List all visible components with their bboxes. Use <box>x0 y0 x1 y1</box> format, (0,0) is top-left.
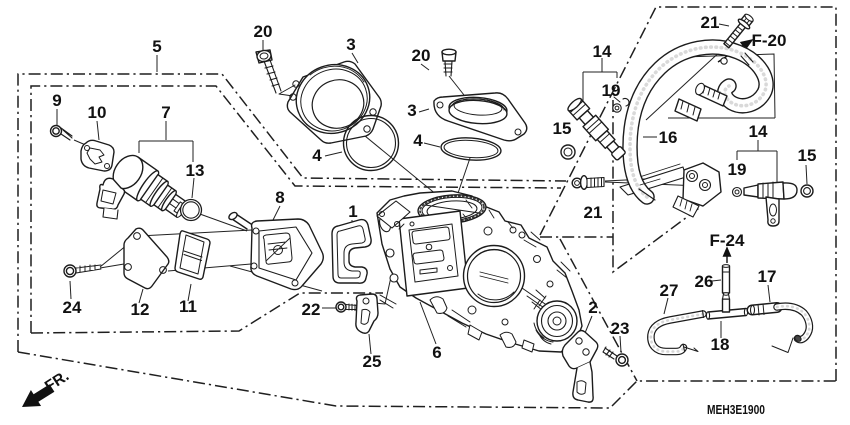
svg-text:12: 12 <box>131 300 150 319</box>
svg-text:8: 8 <box>275 188 284 207</box>
svg-text:3: 3 <box>346 35 355 54</box>
svg-text:17: 17 <box>758 267 777 286</box>
svg-text:F-20: F-20 <box>752 31 787 50</box>
svg-text:10: 10 <box>88 103 107 122</box>
svg-text:19: 19 <box>602 81 621 100</box>
svg-text:MEH3E1900: MEH3E1900 <box>707 403 765 417</box>
svg-text:9: 9 <box>52 91 61 110</box>
svg-text:22: 22 <box>302 300 321 319</box>
svg-text:F-24: F-24 <box>710 231 746 250</box>
svg-text:24: 24 <box>63 298 82 317</box>
svg-text:3: 3 <box>407 101 416 120</box>
svg-text:21: 21 <box>584 203 603 222</box>
svg-text:1: 1 <box>348 202 357 221</box>
svg-text:16: 16 <box>659 128 678 147</box>
svg-text:4: 4 <box>312 146 322 165</box>
svg-text:20: 20 <box>412 46 431 65</box>
svg-text:20: 20 <box>254 22 273 41</box>
svg-text:4: 4 <box>413 131 423 150</box>
svg-text:27: 27 <box>660 281 679 300</box>
svg-text:19: 19 <box>728 160 747 179</box>
svg-text:23: 23 <box>611 319 630 338</box>
svg-text:11: 11 <box>179 297 197 316</box>
svg-text:26: 26 <box>695 272 714 291</box>
svg-text:2: 2 <box>588 298 597 317</box>
svg-text:18: 18 <box>711 335 730 354</box>
svg-text:7: 7 <box>161 103 170 122</box>
svg-text:6: 6 <box>432 343 441 362</box>
svg-text:14: 14 <box>749 122 768 141</box>
svg-text:14: 14 <box>593 42 612 61</box>
svg-text:21: 21 <box>701 13 720 32</box>
svg-text:25: 25 <box>363 352 382 371</box>
svg-text:15: 15 <box>553 119 572 138</box>
svg-text:5: 5 <box>152 37 161 56</box>
svg-text:13: 13 <box>186 161 205 180</box>
svg-text:15: 15 <box>798 146 817 165</box>
